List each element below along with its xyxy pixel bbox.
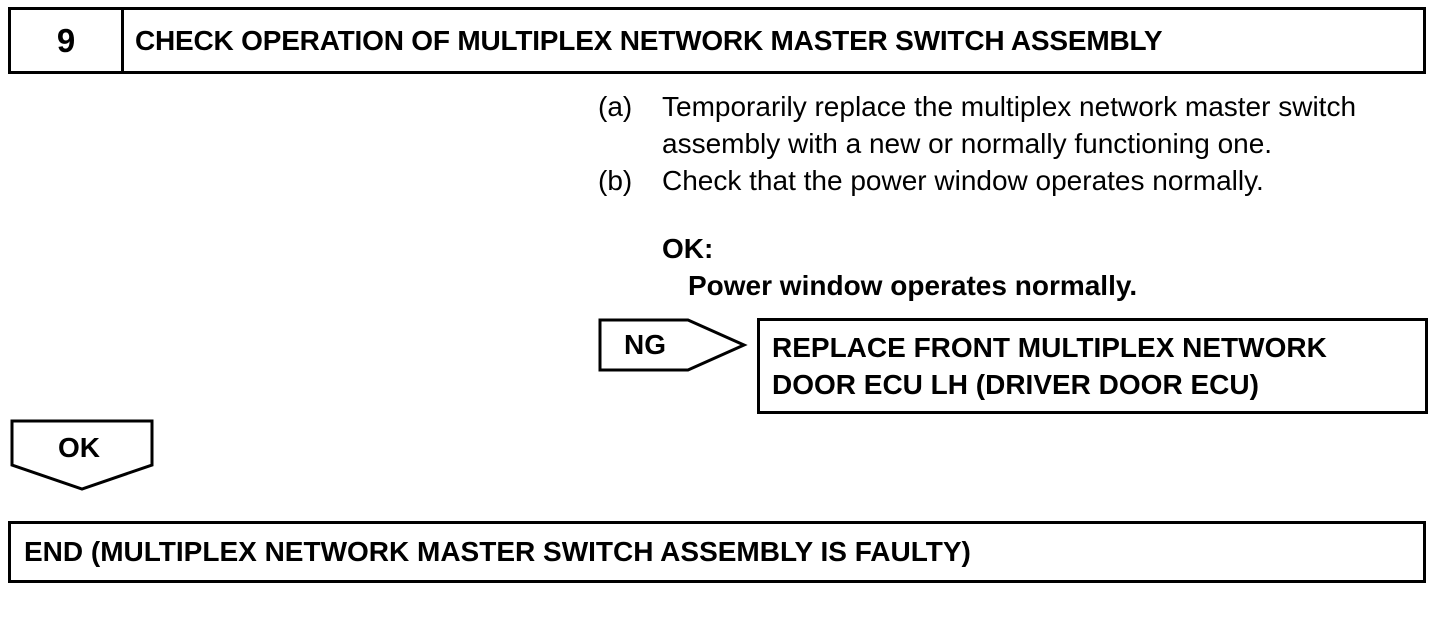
end-text: END (MULTIPLEX NETWORK MASTER SWITCH ASS… — [24, 536, 971, 567]
instruction-a-line-1: Temporarily replace the multiplex networ… — [662, 91, 1357, 122]
ng-result-line-2: DOOR ECU LH (DRIVER DOOR ECU) — [772, 369, 1259, 400]
ok-arrow-shape — [10, 419, 154, 491]
instruction-a-line-2: assembly with a new or normally function… — [662, 128, 1273, 159]
instruction-b-line-1: Check that the power window operates nor… — [662, 165, 1264, 196]
step-number: 9 — [11, 10, 124, 71]
ng-result-box: REPLACE FRONT MULTIPLEX NETWORK DOOR ECU… — [757, 318, 1428, 414]
end-box: END (MULTIPLEX NETWORK MASTER SWITCH ASS… — [8, 521, 1426, 583]
ok-criteria-heading: OK: — [662, 233, 714, 264]
ng-result-text: REPLACE FRONT MULTIPLEX NETWORK DOOR ECU… — [772, 329, 1327, 403]
ng-label: NG — [624, 329, 666, 360]
step-header: 9 CHECK OPERATION OF MULTIPLEX NETWORK M… — [8, 7, 1426, 74]
step-title: CHECK OPERATION OF MULTIPLEX NETWORK MAS… — [135, 24, 1163, 56]
ng-result-line-1: REPLACE FRONT MULTIPLEX NETWORK — [772, 332, 1327, 363]
ok-label: OK — [58, 432, 100, 463]
instruction-b-label: (b) — [598, 165, 633, 196]
ok-criteria-detail: Power window operates normally. — [688, 270, 1138, 301]
ng-arrow-shape — [598, 318, 748, 372]
instruction-a-label: (a) — [598, 91, 633, 122]
